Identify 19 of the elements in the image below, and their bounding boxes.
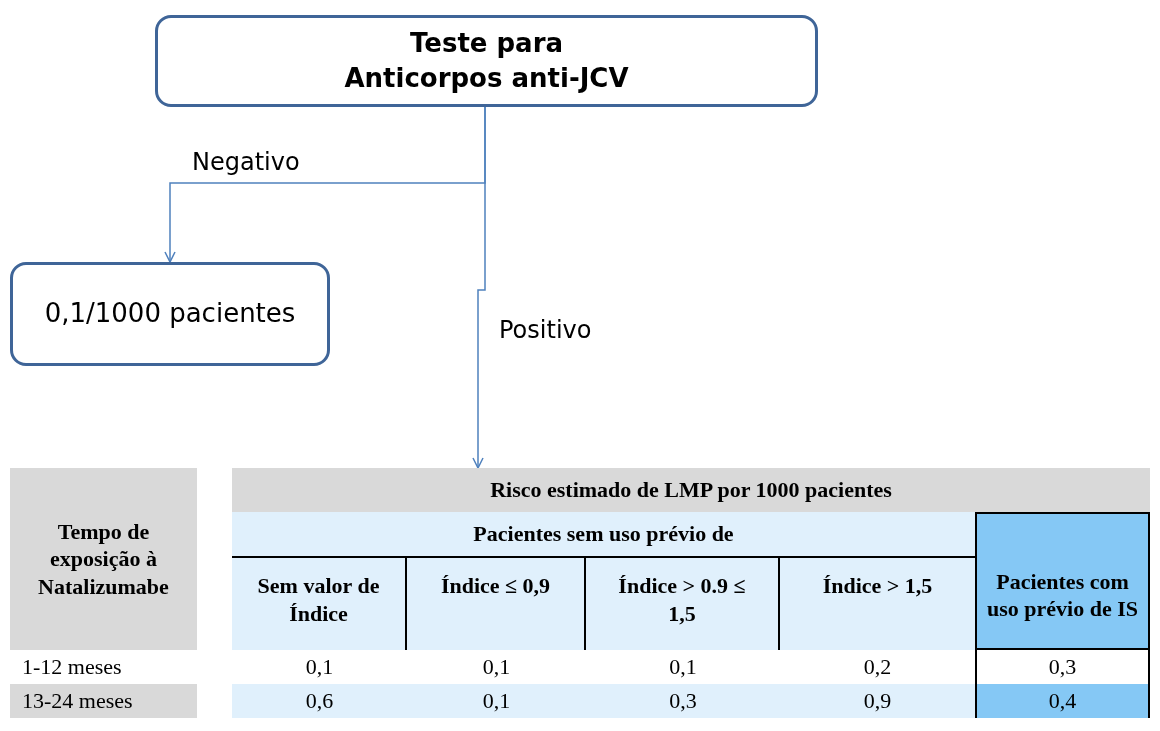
process-box: Teste para Anticorpos anti-JCV — [155, 15, 818, 107]
table-header: Risco estimado de LMP por 1000 pacientes — [232, 468, 1150, 512]
column-header: Índice > 1,5 — [780, 556, 975, 650]
row-label: 13-24 meses — [10, 684, 197, 718]
table-value: 0,3 — [975, 650, 1150, 684]
arrow — [472, 106, 486, 469]
table-value: 0,4 — [975, 684, 1150, 718]
table-value: 0,6 — [232, 684, 407, 718]
column-header: Pacientes com uso prévio de IS — [975, 512, 1150, 650]
table-value: 0,3 — [586, 684, 780, 718]
column-header: Sem valor de Índice — [232, 556, 407, 650]
table-value: 0,9 — [780, 684, 975, 718]
data-table — [10, 468, 1150, 718]
column-header: Índice > 0.9 ≤ 1,5 — [586, 556, 780, 650]
table-header: Pacientes sem uso prévio de — [232, 512, 975, 556]
column-header: Índice ≤ 0,9 — [407, 556, 586, 650]
column-header: Tempo de exposição à Natalizumabe — [10, 468, 197, 650]
result-box: 0,1/1000 pacientes — [10, 262, 330, 366]
table-value: 0,1 — [407, 684, 586, 718]
